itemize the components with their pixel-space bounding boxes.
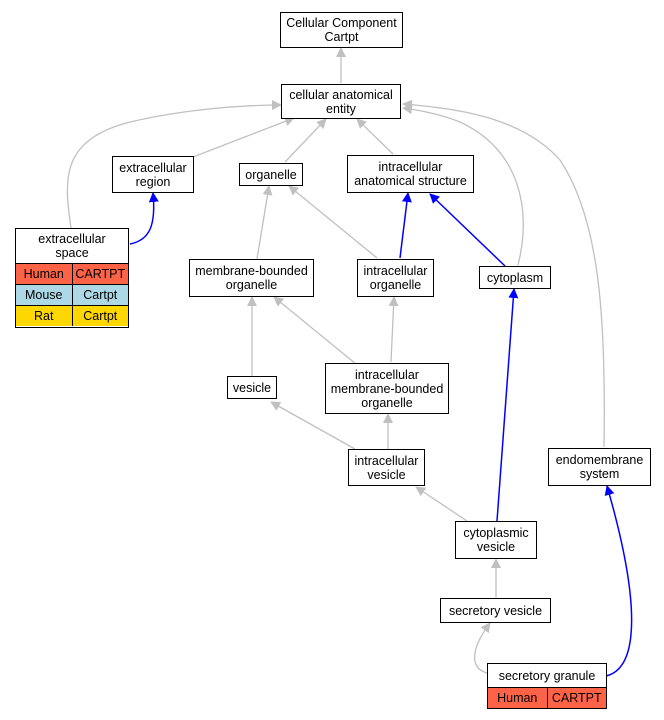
species-label: Human xyxy=(23,267,64,281)
species-row-human: Human CARTPT xyxy=(488,687,606,708)
edge-imbo-to-io xyxy=(388,296,399,363)
node-intracellular-membrane-bounded-organelle[interactable]: intracellular membrane-bounded organelle xyxy=(325,363,449,414)
species-row-rat: Rat Cartpt xyxy=(16,305,128,326)
edge-cytoplasm-to-ias xyxy=(429,193,506,267)
edge-mbo-to-organelle xyxy=(256,185,273,260)
node-secretory-vesicle[interactable]: secretory vesicle xyxy=(440,598,551,623)
gene-label: Cartpt xyxy=(71,306,129,326)
node-membrane-bounded-organelle[interactable]: membrane-bounded organelle xyxy=(189,259,314,297)
node-endomembrane-system[interactable]: endomembrane system xyxy=(548,448,651,486)
edge-endomembrane-to-cae xyxy=(402,99,605,448)
node-extracellular-space[interactable]: extracellular space Human CARTPT Mouse C… xyxy=(15,228,129,328)
gene-label: CARTPT xyxy=(71,264,129,284)
edge-iv-to-vesicle xyxy=(270,401,356,450)
node-extracellular-region[interactable]: extracellular region xyxy=(112,156,194,193)
gene-label: Cartpt xyxy=(71,285,129,305)
edge-imbo-to-mbo xyxy=(273,296,357,365)
edge-extracellular-space-to-cae xyxy=(66,100,282,229)
node-secretory-granule-title: secretory granule xyxy=(498,668,596,683)
node-organelle[interactable]: organelle xyxy=(239,163,303,186)
node-cellular-anatomical-entity[interactable]: cellular anatomical entity xyxy=(281,84,401,119)
edge-organelle-to-cae xyxy=(284,118,327,163)
node-vesicle[interactable]: vesicle xyxy=(227,376,277,399)
edge-io-to-organelle xyxy=(288,185,378,259)
node-intracellular-anatomical-structure[interactable]: intracellular anatomical structure xyxy=(347,155,474,193)
edge-extracellular-region-to-cae xyxy=(192,116,295,158)
edge-cv-to-cytoplasm xyxy=(496,288,519,522)
edge-extracellular-space-to-region xyxy=(129,192,159,245)
species-label: Mouse xyxy=(24,288,63,302)
gene-label: CARTPT xyxy=(546,688,607,708)
species-label: Human xyxy=(497,691,538,705)
node-intracellular-organelle[interactable]: intracellular organelle xyxy=(357,259,434,297)
node-extracellular-space-title: extracellular space xyxy=(38,232,106,260)
edge-ias-to-cae xyxy=(356,118,394,155)
node-secretory-granule[interactable]: secretory granule Human CARTPT xyxy=(487,663,607,709)
species-row-human: Human CARTPT xyxy=(16,263,128,284)
edge-sg-to-endomembrane xyxy=(604,485,633,677)
node-cytoplasm[interactable]: cytoplasm xyxy=(479,266,551,289)
edge-sg-to-sv xyxy=(474,622,491,674)
edge-cv-to-iv xyxy=(415,486,468,522)
node-cellular-component[interactable]: Cellular Component Cartpt xyxy=(280,12,403,48)
species-row-mouse: Mouse Cartpt xyxy=(16,284,128,305)
edge-cytoplasm-to-cae xyxy=(402,104,524,266)
edge-io-to-ias xyxy=(399,192,412,259)
node-intracellular-vesicle[interactable]: intracellular vesicle xyxy=(348,449,425,486)
node-cytoplasmic-vesicle[interactable]: cytoplasmic vesicle xyxy=(455,521,537,559)
species-label: Rat xyxy=(34,309,54,323)
